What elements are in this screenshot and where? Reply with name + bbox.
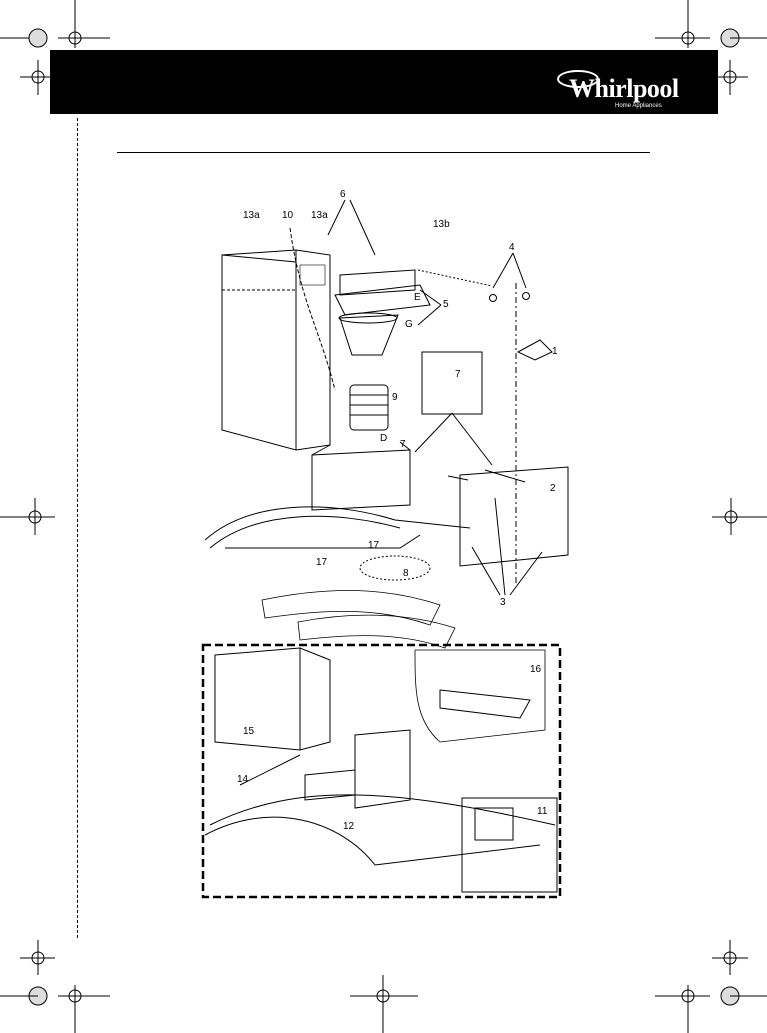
- whirlpool-logo: Whirlpool Home Appliances: [557, 70, 705, 109]
- detail-frame: [201, 643, 562, 899]
- callout-G: G: [405, 319, 413, 330]
- logo-tagline: Home Appliances: [615, 103, 662, 109]
- callout-8: 8: [403, 568, 409, 579]
- callout-13a-left: 13a: [243, 210, 260, 221]
- header-bar: Whirlpool Home Appliances: [50, 50, 718, 114]
- callout-4: 4: [509, 242, 515, 253]
- callout-6: 6: [340, 189, 346, 200]
- callout-16: 16: [530, 664, 542, 675]
- title-rule: [117, 152, 650, 153]
- callout-1: 1: [552, 346, 558, 357]
- callout-15: 15: [243, 726, 255, 737]
- callout-13a-right: 13a: [311, 210, 328, 221]
- callout-14: 14: [237, 774, 249, 785]
- callout-11: 11: [537, 806, 548, 817]
- logo-wordmark: Whirlpool: [569, 74, 679, 103]
- callout-3: 3: [500, 597, 506, 608]
- callout-7-inset: 7: [455, 369, 461, 380]
- callout-7: 7: [400, 439, 406, 450]
- callout-9: 9: [392, 392, 398, 403]
- callout-17-left: 17: [316, 557, 328, 568]
- margin-dash-line: [77, 118, 78, 938]
- callout-10: 10: [282, 210, 294, 221]
- callout-E: E: [414, 292, 421, 303]
- callout-17-right: 17: [368, 540, 380, 551]
- callout-5: 5: [443, 299, 449, 310]
- logo-swirl-icon: [557, 70, 599, 88]
- callout-2: 2: [550, 483, 556, 494]
- callout-13b: 13b: [433, 219, 450, 230]
- callout-12: 12: [343, 821, 355, 832]
- callout-D: D: [380, 433, 388, 444]
